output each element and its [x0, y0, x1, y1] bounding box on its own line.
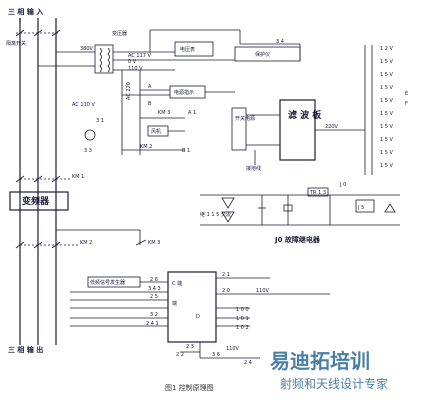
- secondary-wires: [113, 29, 301, 71]
- num-31-label: 3 1: [96, 118, 104, 124]
- relay-in-label: 继 1 1 5 交流: [200, 211, 231, 218]
- control-bus: [121, 70, 170, 155]
- power-indicator-label: 电源指示: [174, 89, 194, 96]
- label-a1: A 1: [188, 110, 196, 116]
- v380-label: 380V: [80, 46, 94, 52]
- isolation-switch: [15, 29, 61, 37]
- right-label-3: 1 5 V: [380, 85, 394, 91]
- right-label-5: 1 5 V: [380, 111, 394, 117]
- ctrl-110v-b-label: 110V: [226, 346, 240, 352]
- relay-circuit: [200, 187, 400, 226]
- km1-contacts: [15, 175, 70, 183]
- ctrl-102-label: 1 0 2: [236, 325, 249, 331]
- switch-wires: [246, 114, 280, 165]
- right-label-6: 1 5 V: [380, 124, 394, 130]
- num-34-label: 3 4: [276, 39, 284, 45]
- watermark-main: 易迪拓培训: [270, 349, 370, 373]
- ctrl-343-label: 3 4 3: [148, 286, 161, 292]
- v110-label: 110 V: [128, 66, 143, 72]
- switch-power-label: 开关电源: [235, 115, 255, 122]
- ac220-vertical-label: AC 220: [126, 82, 132, 100]
- ctrl-22-label: 2 2: [176, 352, 184, 358]
- right-label-2: 1 5 V: [380, 72, 394, 78]
- protector-label: 保护仪: [255, 51, 270, 58]
- vac110-label: AC 110 V: [72, 102, 96, 108]
- signal-gen-label: 低频信号发生器: [90, 279, 125, 286]
- j5-label: J 5: [357, 205, 364, 211]
- transformer-symbol: [38, 44, 114, 74]
- num-33-label: 3 3: [84, 148, 92, 154]
- right-label-7: 1 5 V: [380, 137, 394, 143]
- controller-box: [167, 271, 217, 343]
- ground-label: 接地线: [246, 165, 261, 172]
- coil-33: [84, 129, 96, 141]
- label-b1: B 1: [182, 148, 190, 154]
- ctrl-c-label: C 端: [172, 280, 182, 287]
- ctrl-24-label: 2 4: [244, 360, 252, 366]
- right-label-0: 1 2 V: [380, 46, 394, 52]
- ctrl-21-label: 2 1: [222, 272, 230, 278]
- km3-label: KM 3: [158, 110, 170, 116]
- ctrl-36-label: 3 6: [212, 352, 220, 358]
- km2-label: KM 2: [140, 144, 152, 150]
- controller-wires: [70, 277, 330, 359]
- relay-title: J0 故障继电器: [274, 235, 321, 244]
- ctrl-25-label: 2 5: [150, 294, 158, 300]
- j0-label: J 0: [339, 182, 346, 188]
- right-coil-stack: [364, 45, 373, 175]
- ctrl-110v-label: 110V: [256, 288, 270, 294]
- filter-out-label: 220V: [325, 124, 339, 130]
- ctrl-20-label: 2 0: [222, 288, 230, 294]
- right-letter-e: E: [405, 91, 408, 97]
- tr13-label: TR 1 3: [309, 190, 326, 196]
- label-a: A: [148, 84, 152, 90]
- right-label-1: 1 5 V: [380, 59, 394, 65]
- right-label-4: 1 5 V: [380, 98, 394, 104]
- vfd-box: [9, 191, 69, 211]
- watermark-sub: 射频和天线设计专家: [280, 376, 388, 391]
- three-phase-input-label: 三 相 输 入: [8, 7, 43, 16]
- v0-label: 0 V: [128, 59, 137, 65]
- ctrl-101-label: 1 0 1: [236, 316, 249, 322]
- breaker-label: 隔离开关: [6, 40, 26, 47]
- right-label-9: 1 5 V: [380, 163, 394, 169]
- v117-label: AC 117 V: [128, 53, 152, 59]
- protector-box: [234, 46, 301, 62]
- ctrl-241-label: 2 4 1: [146, 321, 159, 327]
- ctrl-100-label: 1 0 0: [236, 307, 249, 313]
- ctrl-23-label: 2 3: [186, 344, 194, 350]
- km1-label: KM 1: [72, 174, 84, 180]
- km2b-label: KM 2: [80, 240, 92, 246]
- ctrl-d-label: 端: [172, 300, 177, 307]
- fan-label: 风机: [151, 128, 161, 135]
- ctrl-32-label: 3 2: [150, 312, 158, 318]
- filter-board: [279, 99, 316, 161]
- fan-wires: [122, 117, 185, 151]
- filter-board-label: 滤 波 板: [288, 109, 322, 121]
- transformer-label: 变压器: [112, 30, 127, 37]
- right-letter-f: F: [405, 101, 408, 107]
- ctrl-e-label: D: [196, 314, 200, 320]
- ctrl-26-label: 2 6: [150, 277, 158, 283]
- km2-contacts: [15, 229, 147, 249]
- figure-caption: 图1 控制原理图: [165, 383, 214, 392]
- right-label-8: 1 5 V: [380, 150, 394, 156]
- km3b-label: KM 3: [148, 240, 160, 246]
- phase-lines: [19, 18, 57, 345]
- three-phase-output-label: 三 相 输 出: [8, 345, 43, 354]
- voltmeter-box: [174, 41, 214, 57]
- voltmeter-label: 电压表: [180, 46, 195, 53]
- label-b: B: [148, 101, 152, 107]
- switch-power-box: [231, 107, 247, 151]
- vfd-label: 变频器: [22, 195, 50, 207]
- right-labels: 1 2 V 1 5 V 1 5 V 1 5 V 1 5 V 1 5 V 1 5 …: [380, 46, 394, 169]
